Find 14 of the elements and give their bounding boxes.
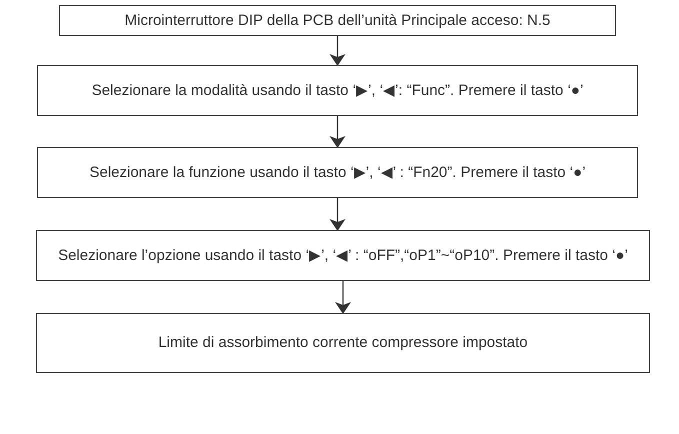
step-text: Limite di assorbimento corrente compressore impostato [158,334,528,352]
step-text: Selezionare la funzione usando il tasto ‘▶’, ‘◀’ : “Fn20”. Premere il tasto ‘●’ [89,164,586,182]
step-text: Selezionare la modalità usando il tasto ‘▶’, ‘◀’: “Func”. Premere il tasto ‘●’ [92,82,584,100]
process-box [37,65,638,116]
arrow [330,36,346,66]
step-text: Selezionare l’opzione usando il tasto ‘▶’, ‘◀’ : “oFF”,“oP1”~“oP10”. Premere il tasto ‘●’ [58,246,628,264]
process-box [59,5,616,36]
arrow [335,281,351,314]
process-box [36,313,650,373]
step-text: Microinterruttore DIP della PCB dell’unità Principale acceso: N.5 [124,12,550,30]
process-box [36,230,650,281]
arrow [330,116,346,148]
process-box [37,147,638,198]
arrow [330,198,346,231]
